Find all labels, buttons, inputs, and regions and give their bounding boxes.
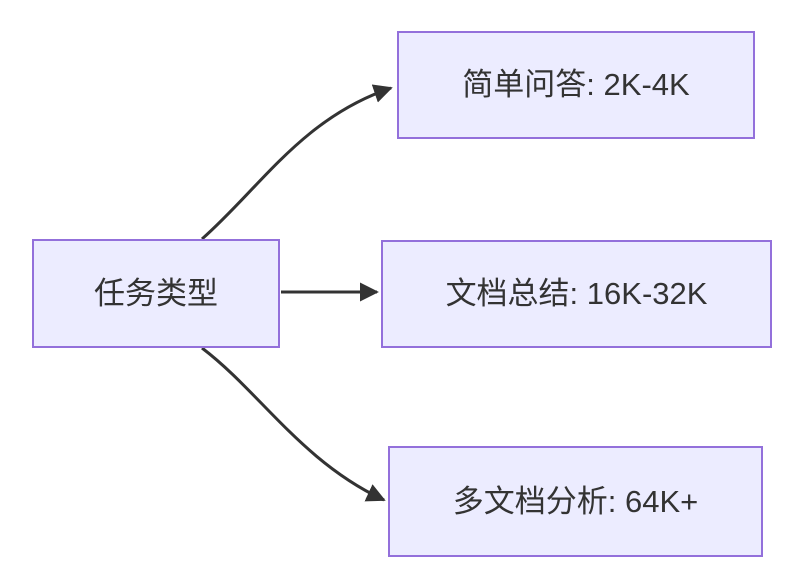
edge-root-to-branch-0 (201, 84, 393, 241)
node-multi-doc-analysis-label: 多文档分析: 64K+ (452, 483, 699, 519)
node-simple-qa-label: 简单问答: 2K-4K (462, 67, 690, 103)
node-task-type-label: 任务类型 (94, 275, 218, 311)
node-multi-doc-analysis: 多文档分析: 64K+ (388, 446, 763, 557)
node-doc-summary: 文档总结: 16K-32K (381, 240, 772, 348)
node-simple-qa: 简单问答: 2K-4K (397, 31, 755, 139)
node-task-type: 任务类型 (32, 239, 280, 348)
node-doc-summary-label: 文档总结: 16K-32K (445, 276, 708, 312)
edge-root-to-branch-2 (201, 346, 386, 502)
